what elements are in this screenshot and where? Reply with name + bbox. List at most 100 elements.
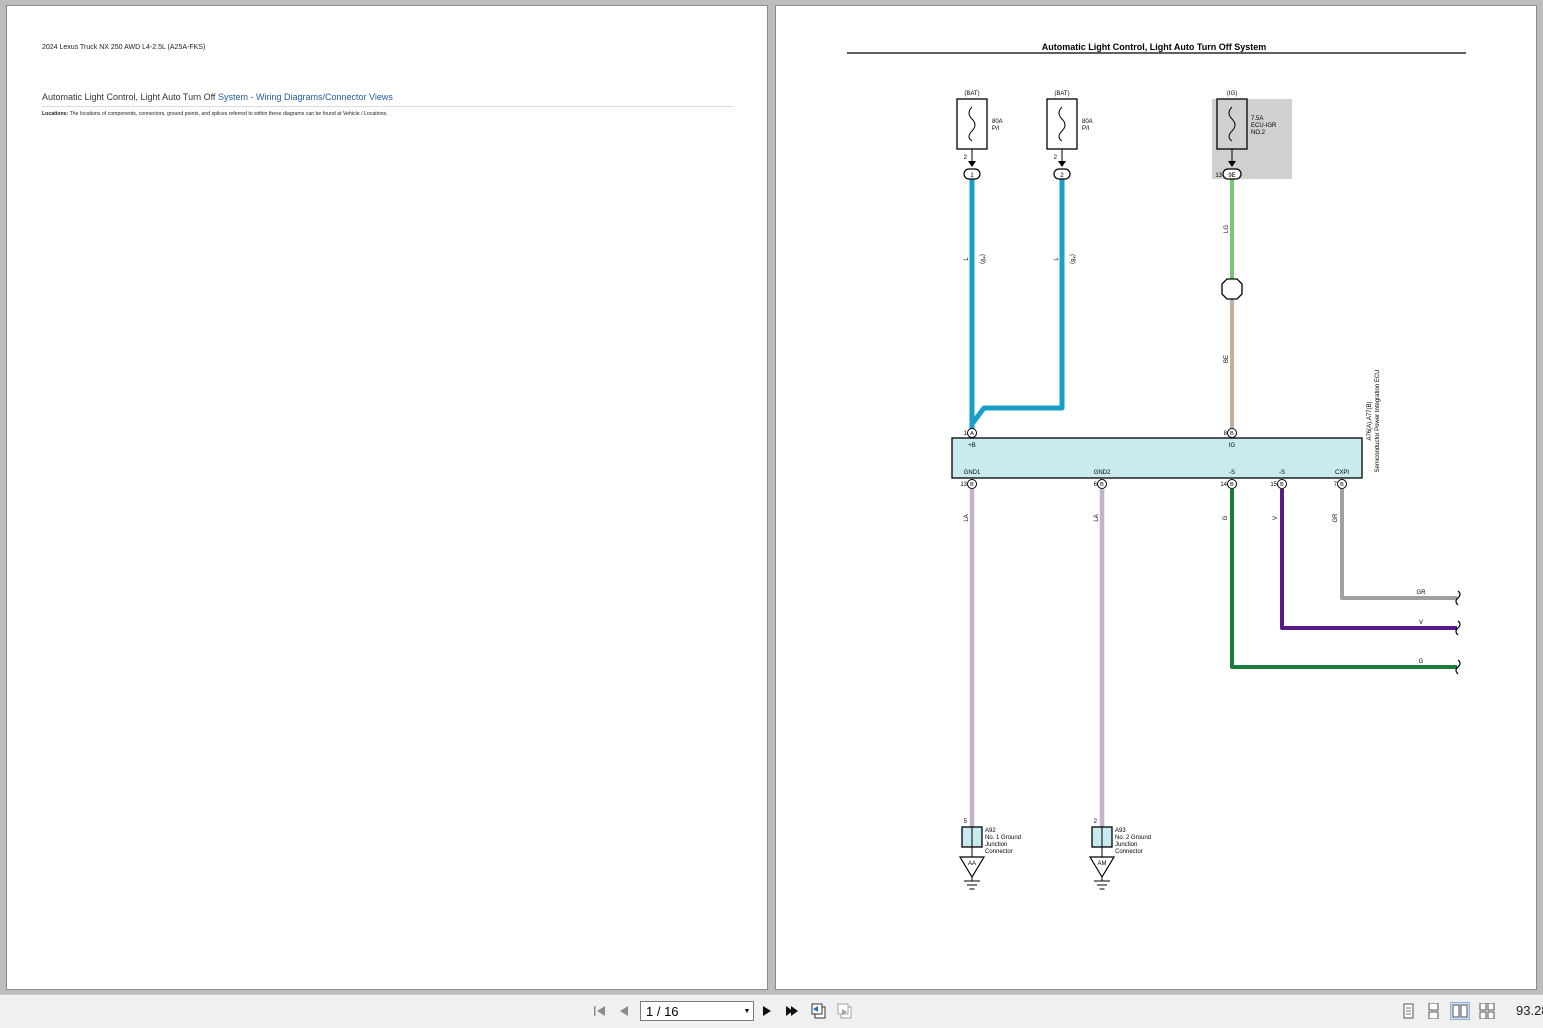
wires (969, 179, 1457, 827)
fuse-1-name: P/I (992, 126, 1000, 132)
ground-2-point: AM (1098, 861, 1107, 867)
zoom-level[interactable]: 93.28 (1516, 1003, 1543, 1018)
single-page-button[interactable] (1400, 1003, 1416, 1019)
fuse-3-rating: 7.5A (1251, 116, 1263, 122)
ecu-pin-gnd1-name: GND1 (964, 470, 981, 476)
ecu-pin-ig-conn: B (1230, 431, 1234, 437)
continuous-facing-button[interactable] (1479, 1003, 1495, 1019)
fuse-2: (BAT) 80A P/I 2 2 (1046, 91, 1093, 180)
fuse-3-name: ECU-IGR (1251, 123, 1277, 129)
previous-view-button[interactable] (810, 1003, 826, 1019)
ecu-pin-b-circle (967, 428, 977, 438)
viewer-toolbar: 1 / 16 ▼ 93.28 (0, 994, 1543, 1028)
fuse-igr-box (1212, 99, 1292, 179)
ecu-pin-gnd1-conn: B (970, 482, 974, 488)
next-view-icon (837, 1003, 852, 1019)
ground-2-l1: No. 2 Ground (1115, 835, 1151, 841)
continuous-icon (1428, 1003, 1439, 1019)
fuse-3-source: (IG) (1227, 91, 1237, 97)
fuse-1: (BAT) 80A P/I 2 1 (956, 91, 1003, 180)
wire-label-l-2: L (1054, 257, 1060, 261)
locations-text: The locations of components, connectors,… (68, 111, 388, 117)
section-title-link[interactable]: System - Wiring Diagrams/Connector Views (217, 92, 393, 102)
ecu-pin-gnd2-circle (1097, 479, 1107, 489)
continuous-facing-icon (1479, 1003, 1495, 1019)
ecu-pin-s2-circle (1277, 479, 1287, 489)
ground-1-l1: No. 1 Ground (985, 835, 1021, 841)
wiring-diagram: Automatic Light Control, Light Auto Turn… (847, 42, 1466, 890)
fuse-3-junction-label: 9E (1228, 173, 1235, 179)
diagram-title: Automatic Light Control, Light Auto Turn… (1042, 42, 1266, 52)
wire-g (1230, 489, 1457, 669)
fuse-3-pin: 13 (1215, 173, 1222, 179)
ground-1-point: AA (968, 861, 976, 867)
ecu-body (951, 437, 1363, 479)
fuse-3-arrow-icon (1228, 161, 1236, 167)
document-page-left: 2024 Lexus Truck NX 250 AWD L4-2.5L (A25… (6, 5, 768, 990)
ecu-pin-s1-name: -S (1229, 470, 1235, 476)
fuse-1-body (956, 98, 988, 150)
fuse-3-name2: NO.2 (1251, 130, 1266, 136)
ground-2-l2: Junction (1115, 842, 1137, 848)
wire-label-la-2: LA (1094, 514, 1100, 521)
fuse-1-arrow-icon (968, 161, 976, 167)
ecu-pin-gnd2-name: GND2 (1094, 470, 1111, 476)
last-page-button[interactable] (784, 1003, 800, 1019)
fuse-2-body (1046, 98, 1078, 150)
ecu-pin-gnd2-conn: B (1100, 482, 1104, 488)
first-page-icon (594, 1006, 605, 1016)
fuse-2-name: P/I (1082, 126, 1090, 132)
ecu-pin-cxpi-conn: B (1340, 482, 1344, 488)
single-page-icon (1403, 1003, 1414, 1019)
wire-note-1: (*9) (979, 254, 985, 264)
wire-gr (1340, 489, 1457, 600)
ground-1-l2: Junction (985, 842, 1007, 848)
wire-label-be: BE (1224, 355, 1230, 363)
next-page-button[interactable] (759, 1003, 775, 1019)
fuse-3-junction (1222, 168, 1242, 180)
ecu-pin-cxpi-num: 7 (1334, 482, 1338, 488)
ecu-pin-cxpi-name: CXPI (1335, 470, 1349, 476)
next-view-button[interactable] (836, 1003, 852, 1019)
next-page-icon (763, 1006, 771, 1016)
ecu-pin-b-num: 1 (964, 431, 968, 437)
continuous-button[interactable] (1425, 1003, 1441, 1019)
ground-2-pin: 2 (1094, 819, 1098, 825)
previous-view-icon (811, 1003, 826, 1019)
fuse-1-pin: 2 (964, 155, 968, 161)
wire-end-g (1455, 659, 1461, 675)
ecu-pin-gnd2-num: 6 (1094, 482, 1098, 488)
fuse-2-rating: 80A (1082, 119, 1093, 125)
wire-label-l-1: L (964, 257, 970, 261)
ecu-pin-s1-num: 14 (1220, 482, 1227, 488)
two-page-button[interactable] (1450, 1002, 1470, 1020)
last-page-icon (786, 1006, 798, 1016)
fuse-2-arrow-icon (1058, 161, 1066, 167)
ground-1-l3: Connector (985, 849, 1013, 855)
wire-label-v: V (1273, 516, 1279, 520)
first-page-button[interactable] (592, 1003, 608, 1019)
ecu-pin-gnd1-num: 13 (960, 482, 967, 488)
page-number-field[interactable]: 1 / 16 ▼ (640, 1001, 754, 1021)
ground-1-pin: 5 (964, 819, 968, 825)
document-page-right: Automatic Light Control, Light Auto Turn… (775, 5, 1537, 990)
fuse-2-icon (1058, 106, 1066, 142)
ecu-pin-b-name: +B (968, 443, 976, 449)
ecu-pin-cxpi-circle (1337, 479, 1347, 489)
ecu-pin-gnd1-circle (967, 479, 977, 489)
fuse-2-junction-label: 2 (1060, 173, 1064, 179)
ecu-pin-ig-num: 8 (1224, 431, 1228, 437)
fuse-1-junction (963, 168, 981, 180)
title-divider (42, 106, 734, 107)
ground-1-triangle (958, 856, 986, 879)
locations-note: Locations: The locations of components, … (42, 111, 388, 117)
wire-label-gr: GR (1333, 513, 1339, 523)
output-label-gr: GR (1417, 590, 1427, 596)
wire-end-v (1455, 620, 1461, 636)
wire-note-2: (*8) (1069, 254, 1075, 264)
page-dropdown-icon[interactable]: ▼ (743, 1007, 751, 1015)
prev-page-button[interactable] (616, 1003, 632, 1019)
page-number-value: 1 / 16 (646, 1003, 679, 1019)
ground-2-l3: Connector (1115, 849, 1143, 855)
wire-v (1280, 489, 1457, 630)
